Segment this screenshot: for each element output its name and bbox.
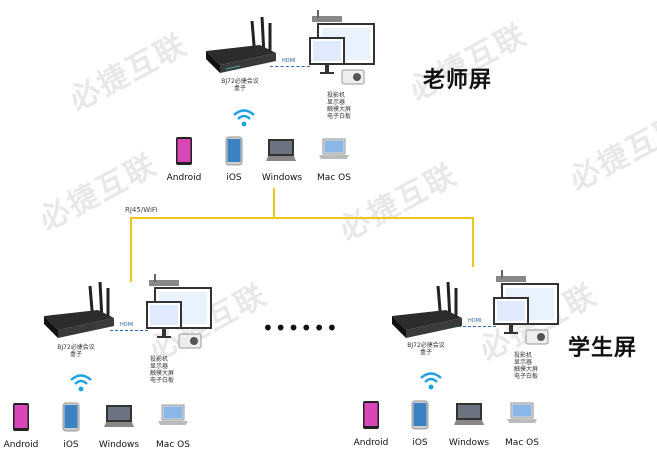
iphone-icon — [225, 136, 243, 166]
display-cluster-icon — [493, 270, 559, 345]
windows-tablet-icon — [454, 403, 484, 425]
hdmi-label: HDMI — [468, 318, 482, 324]
iphone-icon — [62, 402, 80, 432]
macbook-icon — [507, 402, 537, 423]
router-icon — [44, 281, 114, 338]
device-label-windows: Windows — [261, 173, 303, 183]
windows-tablet-icon — [104, 405, 134, 427]
student-left-group: BJ72必捷会议盒子 HDMI 投影机 显示器 触摸大屏 电子白板 — [3, 274, 212, 450]
connector-vertical-right — [472, 217, 474, 267]
device-label-ios: iOS — [63, 440, 79, 450]
connector-horizontal — [130, 217, 474, 219]
android-phone-icon — [363, 401, 379, 429]
device-label-macos: Mac OS — [505, 438, 539, 448]
iphone-icon — [411, 400, 429, 430]
device-label-android: Android — [3, 440, 39, 450]
link-label: RJ45/WiFi — [125, 206, 158, 214]
router-icon — [206, 16, 276, 73]
device-label-windows: Windows — [98, 440, 140, 450]
connector-vertical-left — [130, 217, 132, 282]
macbook-icon — [319, 138, 349, 159]
box-label: BJ72必捷会议盒子 — [407, 342, 445, 356]
device-label-macos: Mac OS — [156, 440, 190, 450]
teacher-screen-title: 老师屏 — [423, 68, 493, 93]
hdmi-label: HDMI — [120, 322, 134, 328]
teacher-group: BJ72必捷会议盒子 HDMI 投影机 显示器 触摸大屏 电子白板 老师屏 — [0, 0, 657, 200]
display-labels: 投影机 显示器 触摸大屏 电子白板 — [150, 356, 175, 384]
device-label-windows: Windows — [448, 438, 490, 448]
display-cluster-icon — [309, 10, 375, 85]
display-labels: 投影机 显示器 触摸大屏 电子白板 — [327, 92, 352, 120]
macbook-icon — [158, 404, 188, 425]
hdmi-label: HDMI — [282, 58, 296, 64]
box-label: BJ72必捷会议盒子 — [221, 78, 259, 92]
display-cluster-icon — [146, 274, 212, 349]
wifi-icon — [70, 374, 92, 392]
hdmi-arrow — [110, 330, 148, 331]
hdmi-arrow — [270, 66, 310, 67]
connector-vertical-main — [273, 188, 275, 218]
device-label-ios: iOS — [226, 173, 242, 183]
student-right-group: BJ72必捷会议盒子 HDMI 投影机 显示器 触摸大屏 电子白板 学生屏 — [330, 0, 657, 471]
device-label-macos: Mac OS — [317, 173, 351, 183]
windows-tablet-icon — [266, 139, 296, 161]
student-screen-title: 学生屏 — [568, 336, 638, 361]
hdmi-arrow — [458, 326, 496, 327]
display-labels: 投影机 显示器 触摸大屏 电子白板 — [514, 352, 539, 380]
device-label-ios: iOS — [412, 438, 428, 448]
device-label-android: Android — [353, 438, 389, 448]
wifi-icon — [233, 109, 255, 127]
android-phone-icon — [13, 403, 29, 431]
device-label-android: Android — [166, 173, 202, 183]
wifi-icon — [420, 372, 442, 390]
router-icon — [392, 281, 462, 338]
android-phone-icon — [176, 137, 192, 165]
ellipsis-dots: •••••• — [262, 316, 339, 340]
box-label: BJ72必捷会议盒子 — [57, 344, 95, 358]
